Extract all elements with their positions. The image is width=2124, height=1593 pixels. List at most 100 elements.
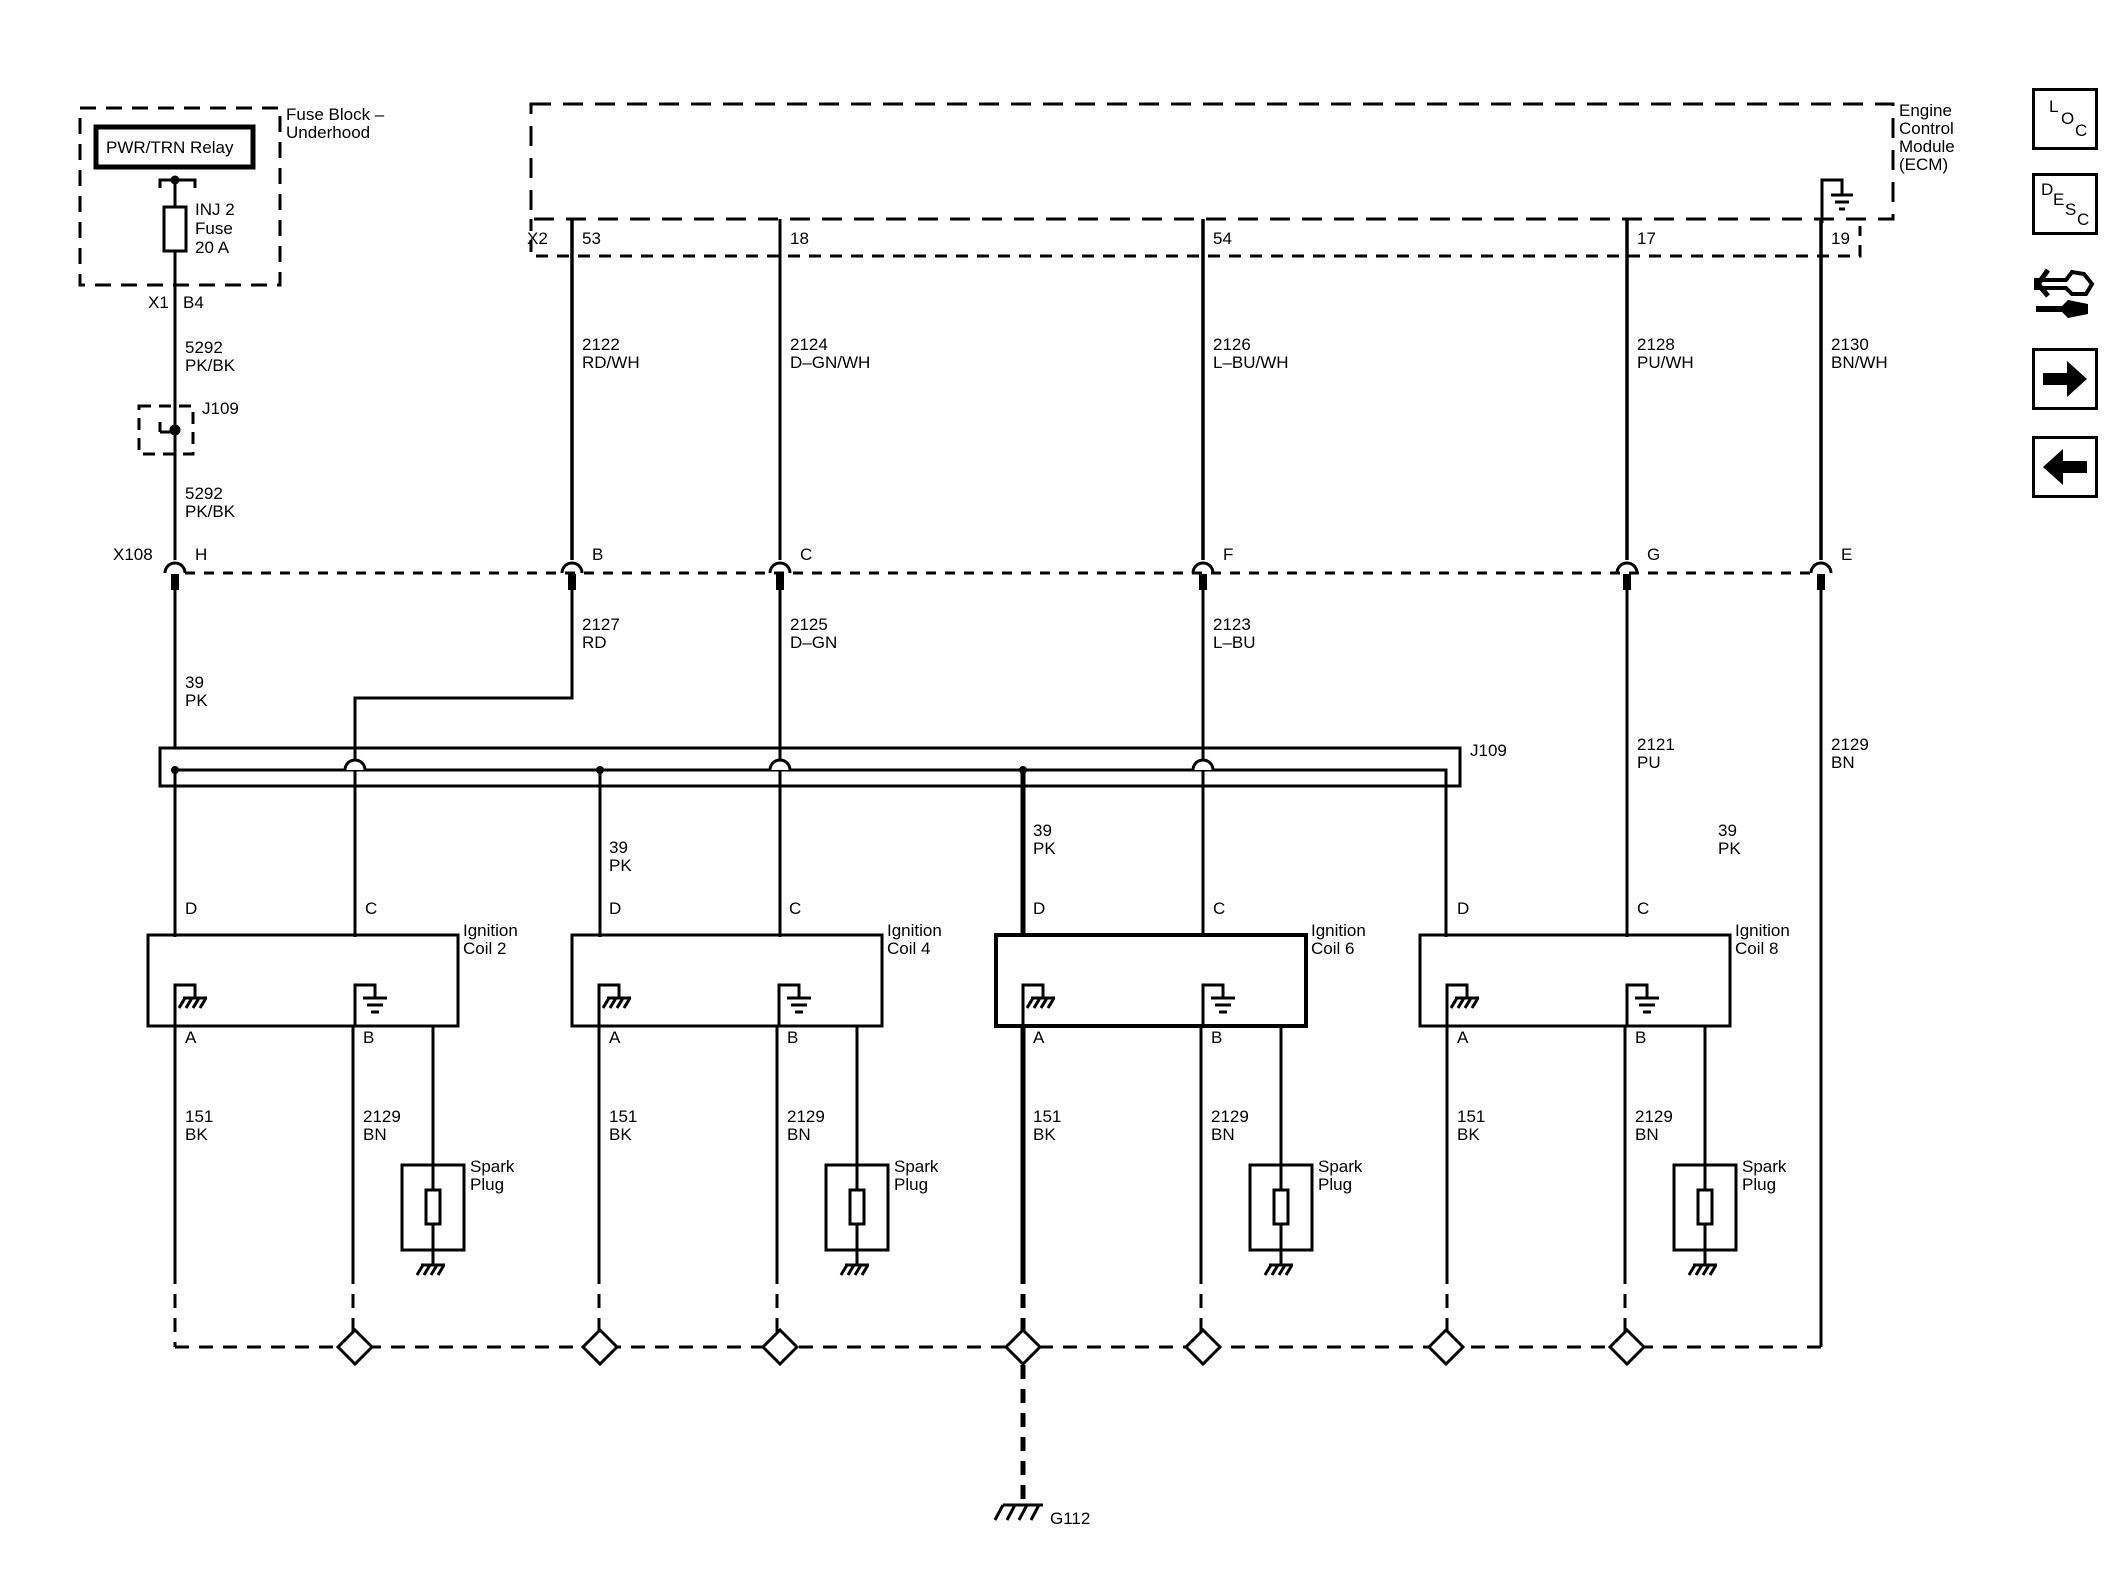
ground-splice-diamond — [1003, 1327, 1043, 1367]
x108-pin-g: G — [1647, 545, 1660, 564]
feed-circuit: 5292 — [185, 338, 223, 357]
coil-0-b-color: BN — [363, 1125, 387, 1144]
coil-3-name: Ignition — [1735, 921, 1790, 940]
ecm-pin-18: 18 — [790, 229, 809, 248]
x1-label: X1 — [148, 293, 169, 312]
coil-3-ground-circuit: 151 — [1457, 1107, 1485, 1126]
wire-2123-circuit: 2123 — [1213, 615, 1251, 634]
coil-1-b-color: BN — [787, 1125, 811, 1144]
j109-top-splice — [137, 404, 195, 456]
ecm-box — [529, 102, 1895, 221]
desc-letter-e: E — [2053, 190, 2065, 209]
ground-splices — [335, 1327, 1647, 1367]
coil-1-feed-color: PK — [609, 856, 632, 875]
wire-2125-circuit: 2125 — [790, 615, 828, 634]
inj2-fuse-symbol[interactable] — [162, 205, 188, 253]
wire-2121-circuit: 2121 — [1637, 735, 1675, 754]
fuse-block-label-2: Underhood — [286, 123, 370, 142]
coil-2-name-2: Coil 6 — [1311, 939, 1354, 958]
coil-2-feed-circuit: 39 — [1033, 821, 1052, 840]
coil-2-pin-c: C — [1213, 899, 1225, 918]
coil-2-plug-2: Plug — [1318, 1175, 1352, 1194]
ground-splice-diamond — [1426, 1327, 1466, 1367]
coil-3-pin-d: D — [1457, 899, 1469, 918]
coil-2-b-color: BN — [1211, 1125, 1235, 1144]
desc-letter-s: S — [2065, 200, 2077, 219]
pwr-trn-relay-box[interactable] — [93, 124, 256, 170]
coil-3-name-2: Coil 8 — [1735, 939, 1778, 958]
coil-0-ground-color: BK — [185, 1125, 208, 1144]
coil-2-pin-b: B — [1211, 1028, 1222, 1047]
ignition-coil-6-box[interactable] — [994, 933, 1308, 1028]
coil-0-b-circuit: 2129 — [363, 1107, 401, 1126]
coil-1-name: Ignition — [887, 921, 942, 940]
coil-0-pin-a: A — [185, 1028, 197, 1047]
ground-splice-diamond — [335, 1327, 375, 1367]
ground-splice-diamond — [760, 1327, 800, 1367]
j109-top-label: J109 — [202, 399, 239, 418]
loc-button[interactable]: L O C — [2032, 88, 2098, 150]
coil-2-ground-circuit: 151 — [1033, 1107, 1061, 1126]
coil-3-pin-b: B — [1635, 1028, 1646, 1047]
wire-2122-color: RD/WH — [582, 353, 640, 372]
wire-2125-color: D–GN — [790, 633, 837, 652]
wire-2123-color: L–BU — [1213, 633, 1256, 652]
coil-0-ground-circuit: 151 — [185, 1107, 213, 1126]
wire-2124-color: D–GN/WH — [790, 353, 870, 372]
wire-2129-circuit: 2129 — [1831, 735, 1869, 754]
spark-plug-resistor — [424, 1188, 442, 1226]
ecm-label-4: (ECM) — [1899, 155, 1948, 174]
coil-3-feed-circuit: 39 — [1718, 821, 1737, 840]
coil-0-plug-2: Plug — [470, 1175, 504, 1194]
coil-2-name: Ignition — [1311, 921, 1366, 940]
wire-2126-color: L–BU/WH — [1213, 353, 1289, 372]
fuse-label-2: Fuse — [195, 219, 233, 238]
spark-plug-resistor — [1272, 1188, 1290, 1226]
wire-2127-color: RD — [582, 633, 607, 652]
wire-39-color: PK — [185, 691, 208, 710]
spark-plug-resistor — [1696, 1188, 1714, 1226]
ground-splice-diamond — [1183, 1327, 1223, 1367]
coil-3-b-circuit: 2129 — [1635, 1107, 1673, 1126]
loc-letter-l: L — [2049, 97, 2059, 116]
coil-2-feed-color: PK — [1033, 839, 1056, 858]
wire-2122-circuit: 2122 — [582, 335, 620, 354]
coil-0-pin-c: C — [365, 899, 377, 918]
loc-letter-c: C — [2075, 121, 2088, 140]
feed-color: PK/BK — [185, 356, 236, 375]
coil-0-plug: Spark — [470, 1157, 515, 1176]
coil-1-ground-circuit: 151 — [609, 1107, 637, 1126]
ground-splice-diamond — [580, 1327, 620, 1367]
fuse-label-3: 20 A — [195, 238, 230, 257]
arrow-right-icon[interactable] — [2032, 348, 2098, 410]
fuse-block-box — [78, 106, 282, 287]
ignition-coil-4-box[interactable] — [570, 933, 884, 1028]
arrow-left-icon[interactable] — [2032, 436, 2098, 498]
b4-label: B4 — [183, 293, 204, 312]
ecm-label: Engine — [1899, 101, 1952, 120]
x108-pin-c: C — [800, 545, 812, 564]
wire-39-circuit: 39 — [185, 673, 204, 692]
coil-3-feed-color: PK — [1718, 839, 1741, 858]
connector-icon[interactable] — [2032, 264, 2098, 330]
desc-letter-d: D — [2041, 180, 2054, 199]
fuse-label: INJ 2 — [195, 200, 235, 219]
ignition-coil-8-box[interactable] — [1418, 933, 1732, 1028]
coil-3-ground-color: BK — [1457, 1125, 1480, 1144]
loc-letter-o: O — [2061, 109, 2075, 128]
coil-1-b-circuit: 2129 — [787, 1107, 825, 1126]
coil-1-plug-2: Plug — [894, 1175, 928, 1194]
coil-2-plug: Spark — [1318, 1157, 1363, 1176]
feed-color-2: PK/BK — [185, 502, 236, 521]
ignition-coil-2-box[interactable] — [146, 933, 460, 1028]
j109-splice-pack — [158, 746, 1462, 788]
coil-2-ground-color: BK — [1033, 1125, 1056, 1144]
coil-1-pin-b: B — [787, 1028, 798, 1047]
splice-pack-label: J109 — [1470, 741, 1507, 760]
coil-2-pin-d: D — [1033, 899, 1045, 918]
desc-button[interactable]: D E S C — [2032, 173, 2098, 235]
coil-3-b-color: BN — [1635, 1125, 1659, 1144]
wire-2129-color: BN — [1831, 753, 1855, 772]
wire-2124-circuit: 2124 — [790, 335, 828, 354]
